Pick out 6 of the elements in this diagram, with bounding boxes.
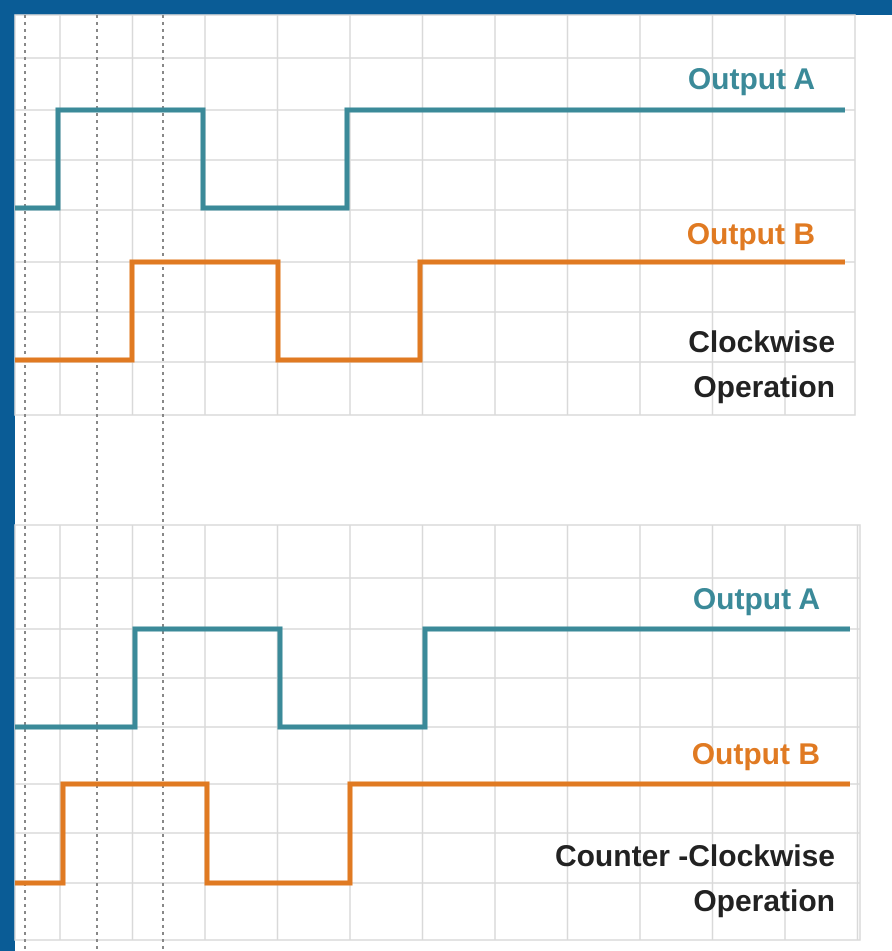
caption-text: Counter -Clockwise Operation <box>554 839 835 920</box>
signal-label: Output B <box>686 217 815 253</box>
signal-label: Output A <box>686 62 815 98</box>
signal-label: Output B <box>690 737 820 773</box>
caption-text: Clockwise Operation <box>687 325 835 406</box>
signal-label: Output A <box>692 582 820 618</box>
